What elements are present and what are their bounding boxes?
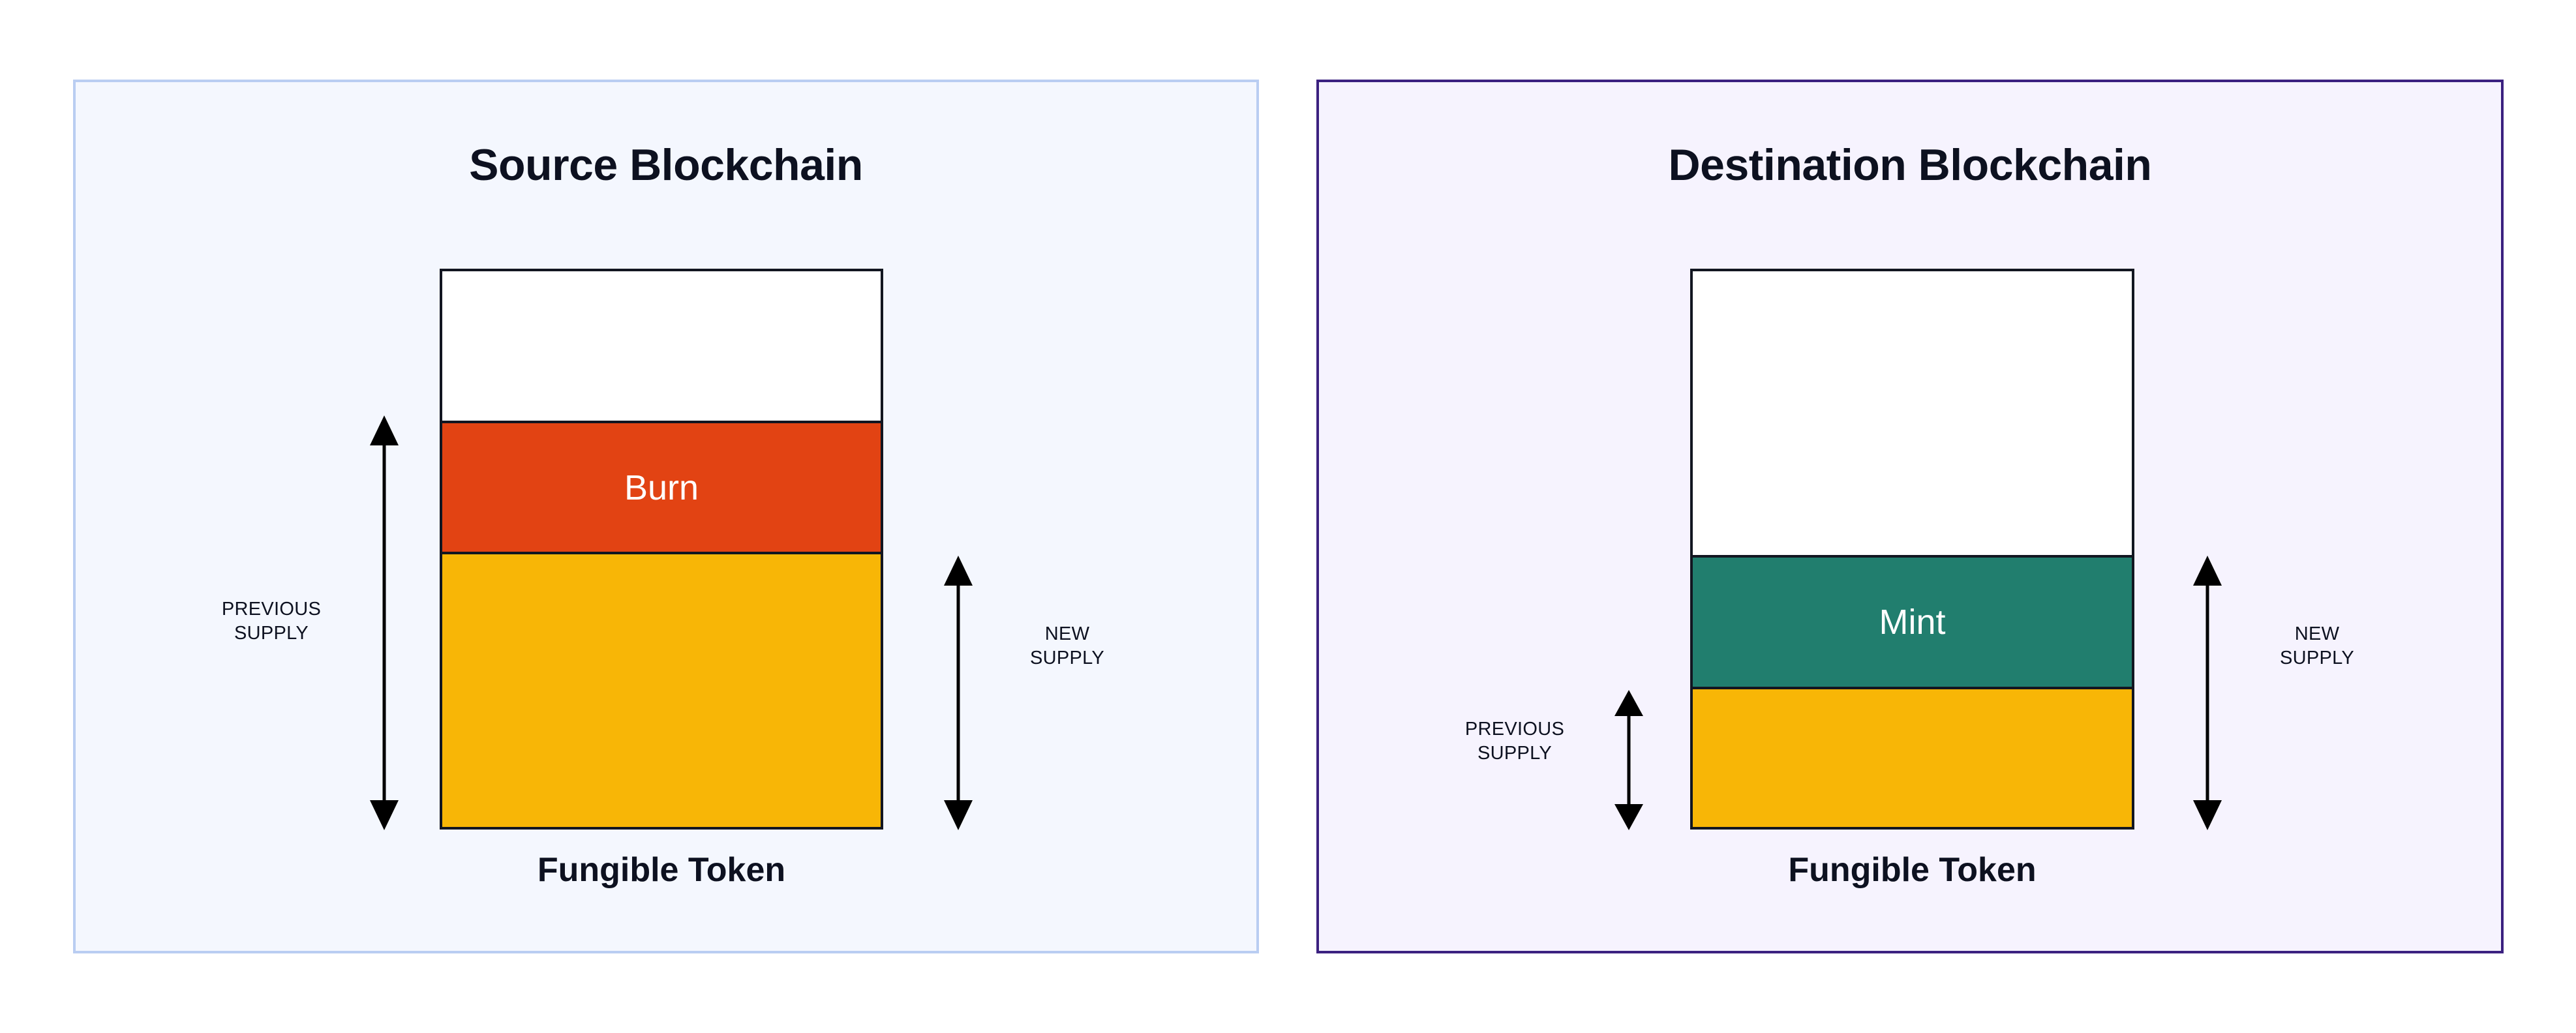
bar-segment-supply-destination: [1693, 689, 2132, 827]
bar-segment-burn-label: Burn: [624, 468, 699, 507]
previous-supply-label-source: PREVIOUS SUPPLY: [221, 599, 322, 644]
bar-caption-destination: Fungible Token: [1788, 851, 2037, 889]
token-bar-source: Burn: [440, 269, 883, 830]
new-supply-label-destination: NEW SUPPLY: [2279, 623, 2355, 669]
panel-source-blockchain: Source Blockchain Burn Fungible Token PR…: [73, 80, 1259, 953]
new-supply-arrow-source: [940, 556, 977, 830]
new-supply-label-source: NEW SUPPLY: [1029, 623, 1105, 669]
bar-segment-empty-destination: [1693, 271, 2132, 555]
bar-segment-empty-source: [442, 271, 881, 421]
panel-title-source: Source Blockchain: [469, 140, 863, 190]
panel-destination-blockchain: Destination Blockchain Mint Fungible Tok…: [1316, 80, 2504, 953]
bar-segment-mint: Mint: [1693, 555, 2132, 689]
previous-supply-label-destination: PREVIOUS SUPPLY: [1464, 719, 1565, 764]
previous-supply-arrow-source: [366, 415, 402, 830]
previous-supply-arrow-destination: [1611, 690, 1647, 830]
bar-segment-burn: Burn: [442, 421, 881, 554]
bar-segment-mint-label: Mint: [1879, 603, 1946, 642]
new-supply-arrow-destination: [2189, 556, 2226, 830]
panel-title-destination: Destination Blockchain: [1668, 140, 2152, 190]
bar-segment-supply-source: [442, 554, 881, 827]
bar-caption-source: Fungible Token: [537, 851, 786, 889]
token-bar-destination: Mint: [1690, 269, 2134, 830]
